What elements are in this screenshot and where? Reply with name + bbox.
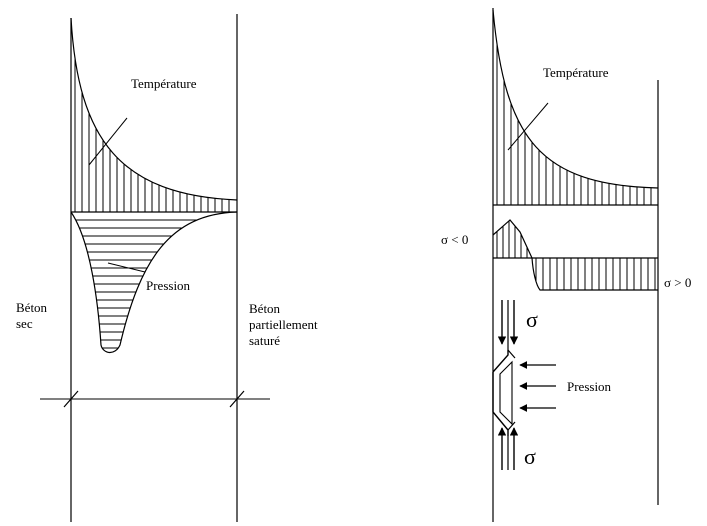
- right-temperature-label: Température: [543, 65, 609, 80]
- dry-concrete-label-1: Béton: [16, 300, 48, 315]
- right-pressure-label: Pression: [567, 379, 612, 394]
- saturated-concrete-label-2: partiellement: [249, 317, 318, 332]
- right-element-kink-top: [507, 349, 516, 359]
- sigma-bottom-label: σ: [524, 444, 536, 469]
- saturated-concrete-label-1: Béton: [249, 301, 281, 316]
- right-element-outline: [492, 350, 509, 436]
- stress-negative-label: σ < 0: [441, 232, 468, 247]
- left-pressure-curve: [70, 211, 238, 354]
- right-figure: Température σ < 0 σ > 0 σ σ Pression: [441, 8, 691, 522]
- right-stress-positive-curve: [531, 257, 658, 291]
- right-temperature-curve: [492, 9, 659, 189]
- right-temperature-leader: [507, 102, 549, 151]
- left-temperature-curve: [70, 17, 238, 201]
- saturated-concrete-label-3: saturé: [249, 333, 280, 348]
- right-element-kink-bottom: [507, 421, 516, 431]
- stress-positive-label: σ > 0: [664, 275, 691, 290]
- left-dimension-tick-right: [229, 390, 245, 408]
- right-temperature-hatching: [496, 10, 652, 205]
- right-stress-positive-hatching: [535, 258, 656, 290]
- left-pressure-leader: [107, 262, 146, 273]
- left-figure: Température Pression Béton sec Béton par…: [16, 14, 318, 522]
- right-element-inner: [499, 360, 513, 426]
- left-pressure-label: Pression: [146, 278, 191, 293]
- left-temperature-label: Température: [131, 76, 197, 91]
- left-dimension-tick-left: [63, 390, 79, 408]
- left-temperature-leader: [88, 117, 128, 166]
- dry-concrete-label-2: sec: [16, 316, 33, 331]
- sigma-top-label: σ: [526, 307, 538, 332]
- right-stress-negative-curve: [492, 219, 533, 259]
